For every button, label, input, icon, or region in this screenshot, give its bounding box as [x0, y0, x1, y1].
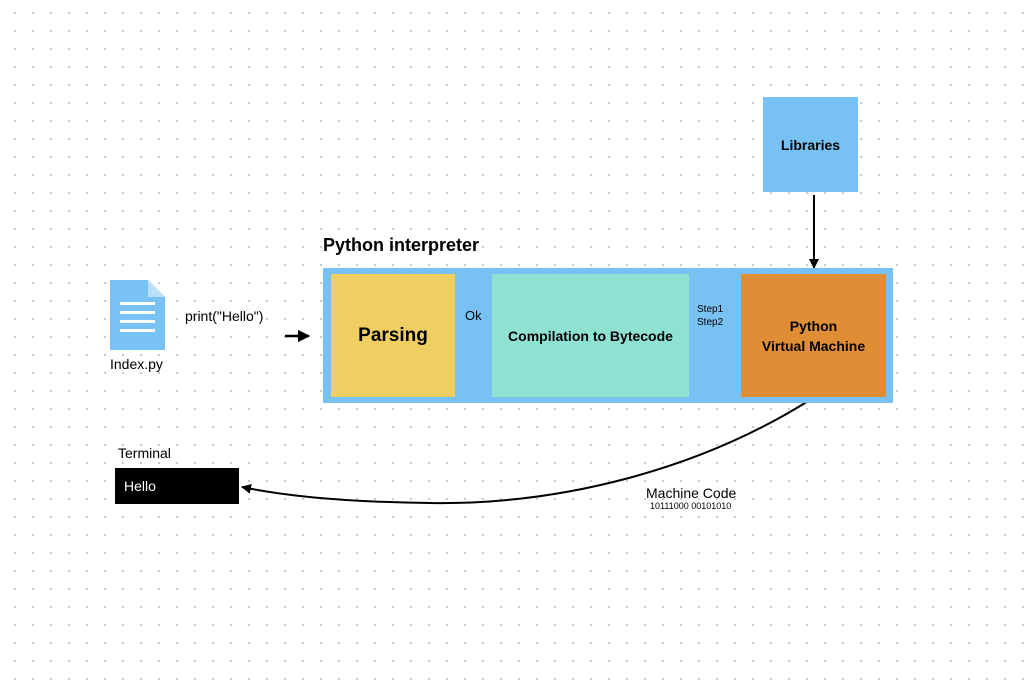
ok-transition-label: Ok — [465, 308, 482, 323]
python-vm-stage: Python Virtual Machine — [741, 274, 886, 397]
pvm-label-line2: Virtual Machine — [761, 337, 866, 354]
step-transition-labels: Step1 Step2 — [697, 303, 723, 329]
compilation-label: Compilation to Bytecode — [508, 327, 673, 344]
document-icon — [110, 280, 165, 350]
libraries-box: Libraries — [763, 97, 858, 192]
compilation-stage: Compilation to Bytecode — [492, 274, 689, 397]
terminal-label: Terminal — [118, 445, 171, 461]
terminal-output: Hello — [124, 478, 156, 494]
code-snippet-label: print("Hello") — [185, 308, 264, 324]
machine-code-bits: 10111000 00101010 — [650, 501, 732, 511]
interpreter-title: Python interpreter — [323, 235, 480, 255]
pvm-label-line1: Python — [789, 317, 838, 334]
step1-label: Step1 — [697, 304, 724, 315]
parsing-label: Parsing — [358, 324, 428, 346]
file-name-label: Index.py — [110, 356, 163, 372]
step2-label: Step2 — [697, 317, 724, 328]
terminal-box: Hello — [115, 468, 239, 504]
parsing-stage: Parsing — [331, 274, 455, 397]
arrow-vm-to-terminal — [241, 397, 814, 505]
libraries-label: Libraries — [780, 136, 841, 153]
machine-code-label: Machine Code — [646, 485, 737, 501]
